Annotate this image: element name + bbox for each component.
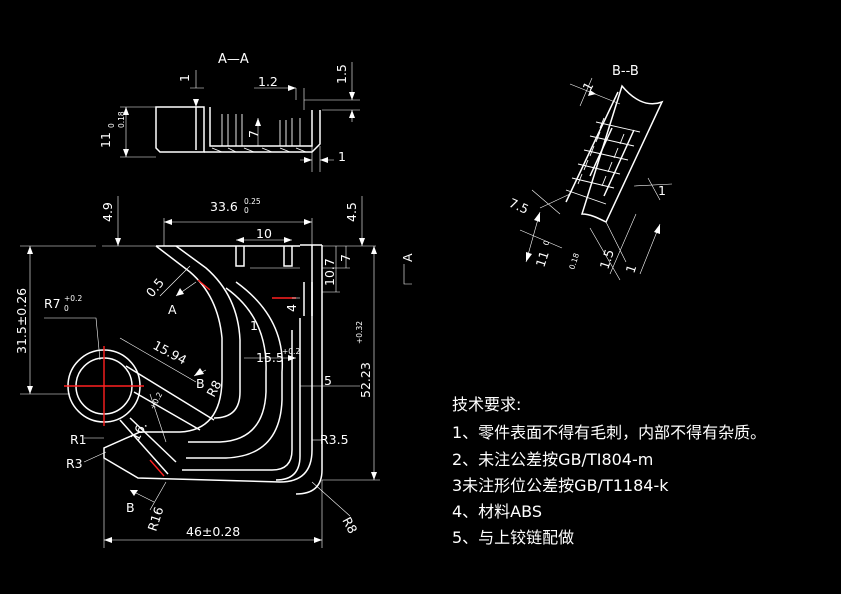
dim-33-6: 33.6: [210, 199, 238, 214]
bb-dim-7-5: 7.5: [507, 195, 531, 217]
note-item-2: 2、未注公差按GB/TI804-m: [452, 450, 653, 469]
dim-31-5: 31.5±0.26: [14, 288, 29, 354]
bb-dim-11-tol-up: 0: [541, 239, 551, 247]
section-bb-title: B--B: [612, 64, 639, 79]
dim-r1: R1: [70, 432, 87, 447]
dim-7: 7: [338, 254, 353, 262]
dim-r7: R7: [44, 296, 61, 311]
dim-r7-tol-up: +0.2: [64, 294, 82, 303]
bb-dim-1-5: 1.5: [597, 247, 617, 271]
dim-r8-a: R8: [203, 378, 224, 400]
dim-r7-tol-dn: 0: [64, 304, 69, 313]
label-a-right: A: [400, 253, 415, 262]
dim-r3: R3: [66, 456, 83, 471]
dim-4-5: 4.5: [344, 202, 359, 222]
note-item-3: 3未注形位公差按GB/T1184-k: [452, 476, 669, 495]
dim-r3-5: R3.5: [320, 432, 349, 447]
dim-15-5: 15.5: [256, 350, 284, 365]
bb-dim-11: 11: [533, 249, 552, 269]
dim-r16: R16: [145, 505, 167, 533]
bb-dim-1b: 1: [658, 183, 666, 198]
dim-10: 10: [256, 226, 272, 241]
main-view: 4.9 33.6 0.25 0 4.5 10 7 10.7 0.5 A A 31…: [14, 196, 415, 548]
dim-15-94: 15.94: [151, 337, 190, 367]
aa-dim-1-b: 1: [338, 149, 346, 164]
dim-10-7: 10.7: [322, 258, 337, 286]
section-aa-title: A—A: [218, 52, 249, 67]
aa-dim-11: 11: [98, 132, 113, 148]
dim-4: 4: [284, 304, 299, 312]
dim-15-5-tol: +0.2: [282, 347, 300, 356]
bb-dim-11-tol-dn: 0.18: [567, 252, 581, 271]
bb-dim-1a: 1: [579, 79, 596, 93]
note-item-4: 4、材料ABS: [452, 502, 542, 521]
aa-dim-1: 1: [177, 74, 192, 82]
aa-dim-11-tol-up: 0: [107, 123, 116, 128]
section-bb-view: B--B 1 7.5 1 11 0 0.18 1.5 1: [507, 64, 673, 281]
dim-r8-b: R8: [339, 514, 360, 536]
dim-33-6-tol: 0.25: [244, 197, 261, 206]
aa-dim-7: 7: [246, 130, 261, 138]
dim-5: 5: [324, 373, 332, 388]
section-aa-view: A—A 11 0 0.18 1 1.2 1.5 7 1: [98, 52, 360, 172]
aa-dim-1-2: 1.2: [258, 74, 278, 89]
dim-0-5: 0.5: [143, 275, 167, 300]
dim-33-6-tol-dn: 0: [244, 206, 249, 215]
note-item-5: 5、与上铰链配做: [452, 528, 574, 547]
aa-dim-11-tol-dn: 0.18: [117, 111, 126, 128]
technical-requirements: 技术要求: 1、零件表面不得有毛刺，内部不得有杂质。 2、未注公差按GB/TI8…: [452, 395, 766, 547]
dim-1-main: 1: [250, 318, 258, 333]
bb-dim-1c: 1: [623, 263, 640, 275]
note-item-1: 1、零件表面不得有毛刺，内部不得有杂质。: [452, 423, 766, 442]
label-a-left: A: [168, 302, 177, 317]
label-b-top: B: [196, 376, 205, 391]
notes-heading: 技术要求:: [452, 395, 521, 414]
dim-52-23: 52.23: [358, 362, 373, 398]
dim-46: 46±0.28: [186, 524, 240, 539]
dim-16: 16.: [127, 419, 150, 444]
dim-52-23-tol: +0.32: [355, 321, 364, 344]
label-b-bottom: B: [126, 500, 135, 515]
dim-4-9: 4.9: [100, 202, 115, 222]
aa-dim-1-5: 1.5: [334, 64, 349, 84]
